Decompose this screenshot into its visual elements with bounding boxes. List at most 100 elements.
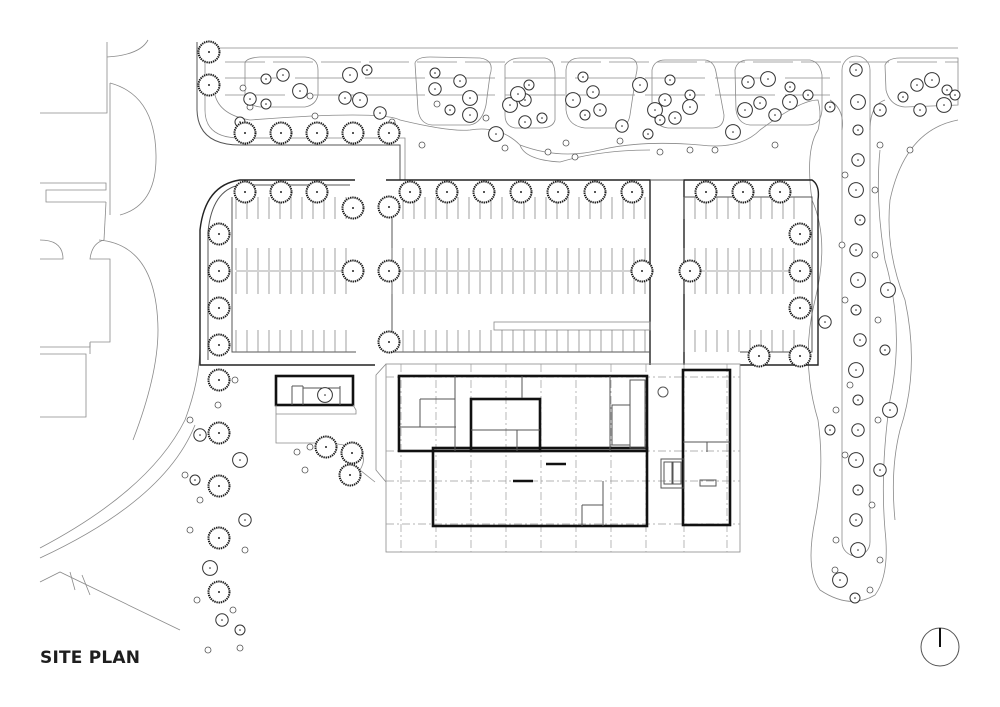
tree-icon — [377, 121, 401, 145]
shrub-icon — [874, 316, 882, 324]
shrub-icon — [204, 646, 212, 654]
shrub-icon — [236, 644, 244, 652]
tree-icon — [207, 474, 231, 498]
tree-icon — [340, 441, 364, 465]
shrub-icon — [831, 566, 839, 574]
tree-icon — [207, 296, 231, 320]
shrub-icon — [239, 84, 247, 92]
shrub-icon — [501, 144, 509, 152]
shrub-icon — [231, 376, 239, 384]
tree-icon — [377, 195, 401, 219]
shrub-icon — [876, 141, 884, 149]
tree-icon — [305, 121, 329, 145]
shrub-icon — [841, 296, 849, 304]
shrub-icon — [616, 137, 624, 145]
shrub-icon — [838, 241, 846, 249]
shrub-icon — [832, 406, 840, 414]
tree-icon — [620, 180, 644, 204]
shrub-icon — [771, 141, 779, 149]
tree-icon — [377, 330, 401, 354]
shrub-icon — [868, 501, 876, 509]
shrub-icon — [544, 148, 552, 156]
tree-icon — [472, 180, 496, 204]
tree-icon — [341, 196, 365, 220]
shrub-icon — [906, 146, 914, 154]
building-slab — [385, 363, 741, 553]
shrub-icon — [181, 471, 189, 479]
shrub-icon — [866, 586, 874, 594]
shrub-icon — [306, 443, 314, 451]
tree-icon — [269, 121, 293, 145]
south-wing — [431, 446, 649, 528]
tree-icon — [338, 463, 362, 487]
tree-icon — [509, 180, 533, 204]
shrub-icon — [656, 148, 664, 156]
access-road — [39, 344, 201, 631]
tree-icon — [233, 121, 257, 145]
drawing-title: SITE PLAN — [40, 648, 141, 668]
shrub-icon — [832, 536, 840, 544]
tree-icon — [341, 121, 365, 145]
tree-icon — [197, 40, 221, 64]
shrub-icon — [562, 139, 570, 147]
tree-icon — [207, 580, 231, 604]
tree-icon — [207, 259, 231, 283]
tree-icon — [788, 296, 812, 320]
shrub-icon — [193, 596, 201, 604]
east-planting-strip — [807, 55, 959, 602]
shrub-icon — [841, 171, 849, 179]
tree-icon — [305, 180, 329, 204]
tree-icon — [398, 180, 422, 204]
shrub-icon — [301, 466, 309, 474]
shrub-icon — [871, 186, 879, 194]
tree-icon — [197, 73, 221, 97]
shrub-icon — [482, 114, 490, 122]
shrub-icon — [841, 451, 849, 459]
tree-icon — [768, 180, 792, 204]
shrub-icon — [874, 416, 882, 424]
shrub-icon — [846, 381, 854, 389]
tree-icon — [788, 344, 812, 368]
tree-icon — [377, 259, 401, 283]
tree-icon — [207, 526, 231, 550]
shrub-icon — [433, 100, 441, 108]
parking-lot — [199, 179, 820, 366]
tree-icon — [583, 180, 607, 204]
shrub-icon — [229, 606, 237, 614]
tree-icon — [314, 435, 338, 459]
tree-icon — [233, 180, 257, 204]
shrub-icon — [186, 416, 194, 424]
tree-icon — [207, 368, 231, 392]
tree-icon — [207, 222, 231, 246]
building-footprint — [375, 363, 741, 553]
tree-icon — [207, 333, 231, 357]
shrub-icon — [711, 146, 719, 154]
tree-icon — [678, 259, 702, 283]
shrub-icon — [876, 556, 884, 564]
north-road — [196, 42, 958, 180]
tree-icon — [269, 180, 293, 204]
tree-icon — [341, 259, 365, 283]
shrub-icon — [306, 92, 314, 100]
shrub-icon — [186, 526, 194, 534]
shrub-icon — [311, 112, 319, 120]
shrub-icon — [686, 146, 694, 154]
shrub-icon — [571, 153, 579, 161]
east-wing — [681, 368, 732, 527]
north-arrow-icon — [920, 627, 960, 667]
neighbor-buildings — [39, 39, 159, 441]
tree-icon — [694, 180, 718, 204]
tree-icon — [546, 180, 570, 204]
parking-stalls — [235, 197, 795, 352]
tree-icon — [435, 180, 459, 204]
tree-icon — [747, 344, 771, 368]
trees — [181, 40, 961, 654]
shrub-icon — [196, 496, 204, 504]
shrub-icon — [871, 251, 879, 259]
tree-icon — [731, 180, 755, 204]
shrub-icon — [418, 141, 426, 149]
tree-icon — [207, 421, 231, 445]
planting-islands — [214, 56, 959, 163]
shrub-icon — [214, 401, 222, 409]
